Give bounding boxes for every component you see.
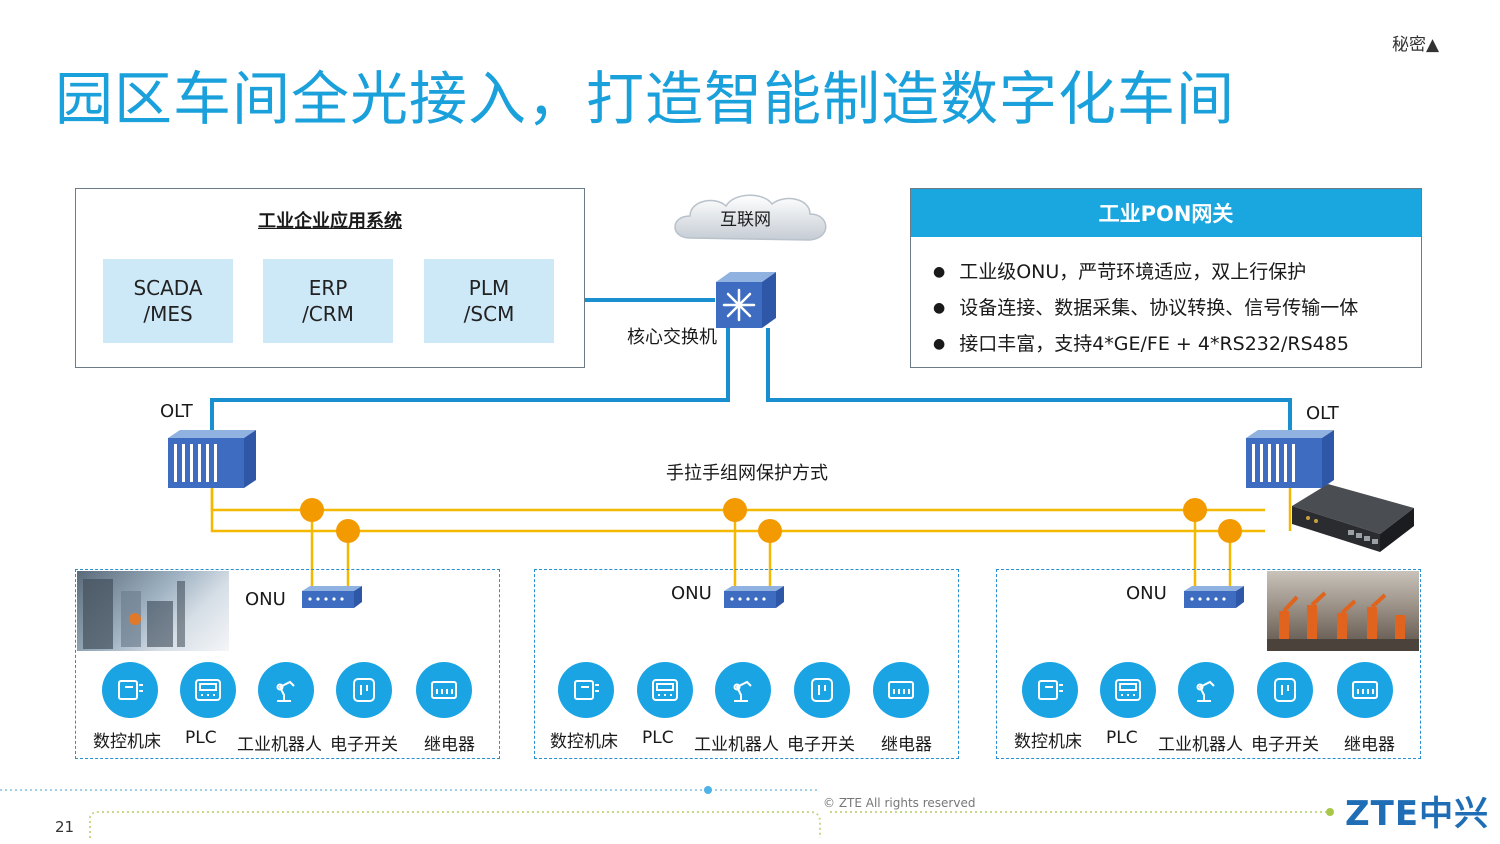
feature-item: 接口丰富，支持4*GE/FE + 4*RS232/RS485 <box>933 327 1358 363</box>
cnc-machine-icon <box>558 662 614 718</box>
plc-icon <box>180 662 236 718</box>
device-label-cnc: 数控机床 <box>93 732 161 752</box>
olt-label-left: OLT <box>160 401 193 422</box>
link-switch-to-left-olt <box>210 328 730 430</box>
link-switch-to-right-olt <box>766 328 1292 430</box>
onu-label: ONU <box>245 589 286 610</box>
device-label-robot: 工业机器人 <box>1158 735 1243 755</box>
industrial-systems-title: 工业企业应用系统 <box>258 211 402 232</box>
workshop-group-3 <box>996 569 1421 759</box>
onu-label: ONU <box>671 583 712 604</box>
device-label-robot: 工业机器人 <box>694 735 779 755</box>
cnc-machine-icon <box>102 662 158 718</box>
copyright-text: © ZTE All rights reserved <box>823 796 976 810</box>
plc-icon <box>1100 662 1156 718</box>
device-label-switch: 电子开关 <box>1251 735 1319 755</box>
cnc-machine-icon <box>1022 662 1078 718</box>
system-erp-crm: ERP /CRM <box>263 259 393 343</box>
device-label-switch: 电子开关 <box>787 735 855 755</box>
electronic-switch-icon <box>794 662 850 718</box>
fiber-line-bottom <box>210 485 1265 533</box>
factory-photo-left <box>77 571 229 651</box>
system-plm-scm: PLM /SCM <box>424 259 554 343</box>
electronic-switch-icon <box>336 662 392 718</box>
olt-left-icon <box>166 428 258 490</box>
page-number: 21 <box>55 818 75 836</box>
feature-item: 设备连接、数据采集、协议转换、信号传输一体 <box>933 291 1358 327</box>
workshop-group-2 <box>534 569 959 759</box>
olt-label-right: OLT <box>1306 403 1339 424</box>
industrial-systems-box: 工业企业应用系统 SCADA /MES ERP /CRM PLM /SCM <box>75 188 585 368</box>
pon-gateway-title: 工业PON网关 <box>911 189 1421 237</box>
pon-gateway-features: 工业级ONU，严苛环境适应，双上行保护 设备连接、数据采集、协议转换、信号传输一… <box>933 255 1358 363</box>
core-switch-icon <box>712 270 778 330</box>
device-label-cnc: 数控机床 <box>1014 732 1082 752</box>
device-label-relay: 继电器 <box>424 735 475 755</box>
onu-device-icon <box>1182 585 1246 611</box>
internet-label: 互联网 <box>720 210 771 230</box>
system-scada-mes: SCADA /MES <box>103 259 233 343</box>
workshop-group-1 <box>75 569 500 759</box>
classification-mark: 秘密▲ <box>1392 35 1440 55</box>
footer-dotted-line <box>89 811 821 838</box>
plc-icon <box>637 662 693 718</box>
relay-icon <box>1337 662 1393 718</box>
splitter <box>300 498 1242 543</box>
onu-label: ONU <box>1126 583 1167 604</box>
onu-device-icon <box>722 585 786 611</box>
industrial-robot-icon <box>1178 662 1234 718</box>
device-label-robot: 工业机器人 <box>237 735 322 755</box>
device-label-plc: PLC <box>185 728 217 748</box>
device-label-relay: 继电器 <box>881 735 932 755</box>
electronic-switch-icon <box>1257 662 1313 718</box>
industrial-robot-icon <box>258 662 314 718</box>
core-switch-label: 核心交换机 <box>627 327 717 348</box>
relay-icon <box>416 662 472 718</box>
device-label-relay: 继电器 <box>1344 735 1395 755</box>
device-label-plc: PLC <box>642 728 674 748</box>
device-label-switch: 电子开关 <box>330 735 398 755</box>
industrial-robot-icon <box>715 662 771 718</box>
device-label-cnc: 数控机床 <box>550 732 618 752</box>
feature-item: 工业级ONU，严苛环境适应，双上行保护 <box>933 255 1358 291</box>
zte-logo: ZTE中兴 <box>1345 794 1490 834</box>
page-title: 园区车间全光接入，打造智能制造数字化车间 <box>55 65 1236 133</box>
protection-mode-label: 手拉手组网保护方式 <box>666 463 828 484</box>
pon-gateway-box: 工业PON网关 工业级ONU，严苛环境适应，双上行保护 设备连接、数据采集、协议… <box>910 188 1422 368</box>
onu-device-icon <box>300 585 364 611</box>
factory-photo-right <box>1267 571 1419 651</box>
relay-icon <box>873 662 929 718</box>
pon-gateway-device-image <box>1288 478 1418 554</box>
device-label-plc: PLC <box>1106 728 1138 748</box>
internet-cloud-icon <box>668 190 838 250</box>
olt-right-icon <box>1244 428 1336 490</box>
